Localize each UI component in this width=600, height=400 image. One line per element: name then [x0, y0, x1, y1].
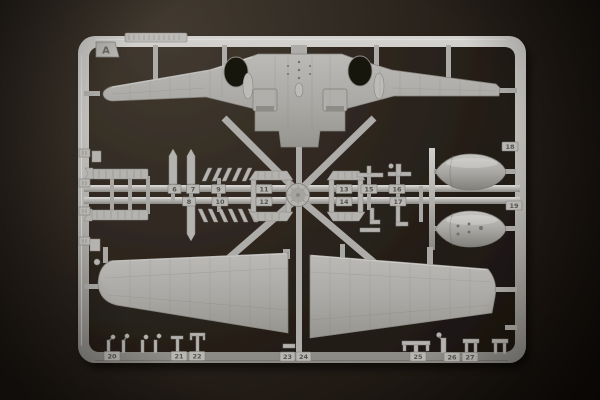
photo-of-model-kit-sprue: A — [0, 0, 600, 400]
sprue-photo-canvas: A — [0, 0, 600, 400]
vignette-overlay — [0, 0, 600, 400]
